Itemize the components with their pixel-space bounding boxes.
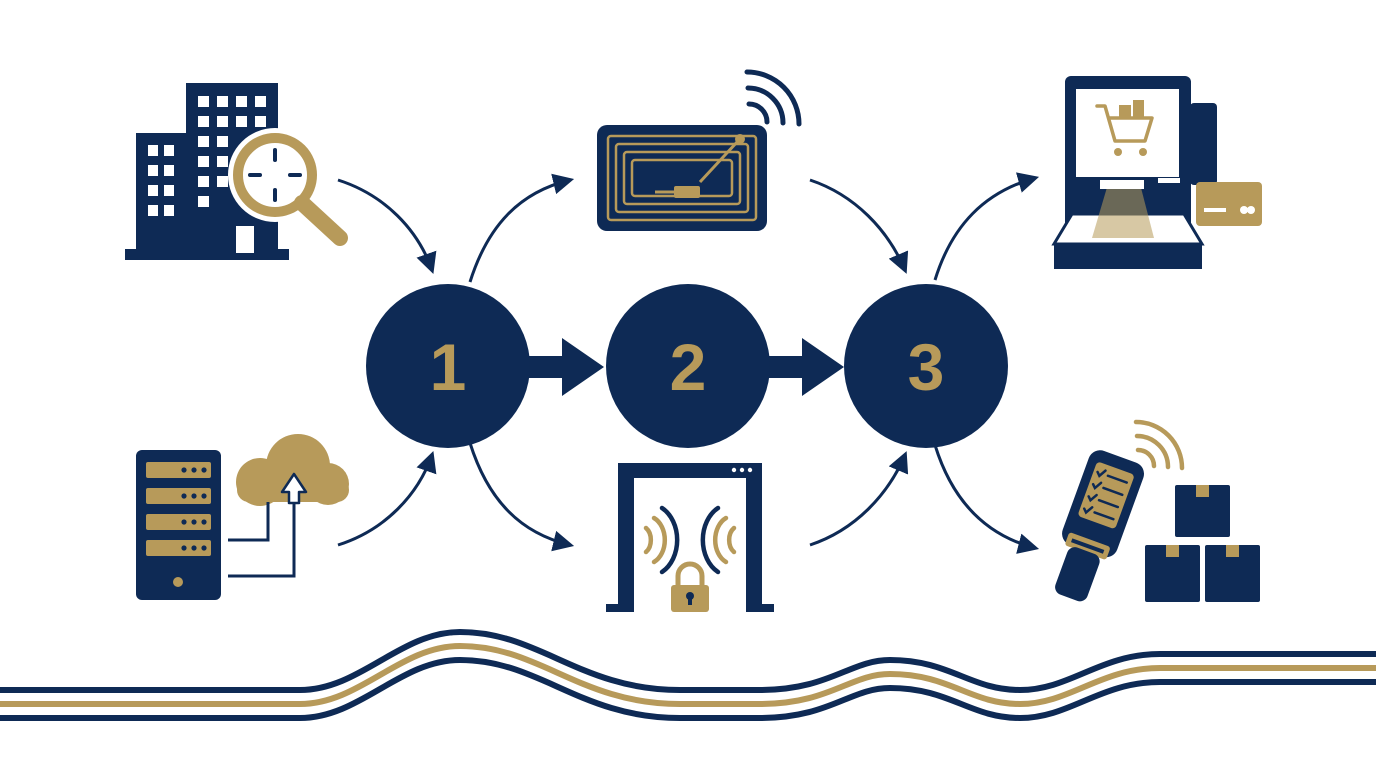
arrow-server-to-step1 <box>337 451 437 547</box>
arrow-rfid-to-step3 <box>809 178 909 274</box>
arrow-step3-to-scanner <box>933 444 1040 554</box>
arrow-gate-to-step3 <box>809 451 909 547</box>
step-3: 3 <box>844 284 1008 448</box>
arrow-step1-to-gate <box>468 442 575 552</box>
step-1-circle <box>366 284 530 448</box>
step-1: 1 <box>366 284 530 448</box>
step-link-arrows <box>520 338 844 396</box>
decorative-wave-lines <box>0 628 1376 722</box>
building-search-icon <box>125 83 348 260</box>
arrow-step3-to-pos <box>933 172 1040 281</box>
security-gate-icon <box>606 463 774 612</box>
connector-arrows <box>337 172 1040 554</box>
arrow-step1-to-rfid <box>468 173 575 283</box>
arrow-step2-to-step3 <box>760 338 844 396</box>
arrow-building-to-step1 <box>337 178 437 274</box>
pos-checkout-icon <box>1051 76 1262 269</box>
step-3-label: 3 <box>908 330 945 404</box>
step-3-circle <box>844 284 1008 448</box>
step-2-label: 2 <box>670 330 707 404</box>
handheld-scanner-inventory-icon <box>1055 419 1260 602</box>
server-cloud-upload-icon <box>136 434 349 600</box>
rfid-tag-icon <box>597 69 802 231</box>
step-2: 2 <box>606 284 770 448</box>
step-1-label: 1 <box>430 330 467 404</box>
arrow-step1-to-step2 <box>520 338 604 396</box>
step-2-circle <box>606 284 770 448</box>
